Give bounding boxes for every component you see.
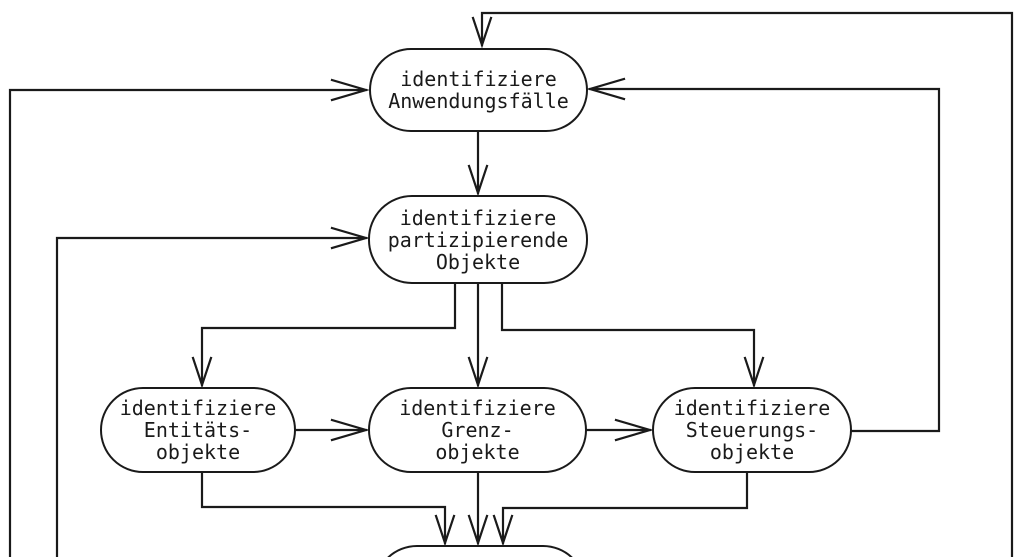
arrow-bottom-loop-to-anwendungsfaelle xyxy=(471,11,1014,557)
arrow-partizipierende-to-grenz xyxy=(467,282,489,389)
arrow-grenz-to-steuerungs xyxy=(585,418,654,442)
arrow-partizipierende-to-steuerungs xyxy=(500,282,765,389)
arrow-left-loop-to-anwendungsfaelle xyxy=(8,78,370,557)
arrow-steuerungs-to-anwendungsfaelle xyxy=(586,77,941,433)
node-bottom-partially-visible xyxy=(374,545,586,557)
arrow-entitaets-to-grenz xyxy=(294,418,370,442)
arrow-anwendungsfaelle-to-partizipierende xyxy=(467,130,489,197)
node-identifiziere-grenzobjekte: identifiziere Grenz- objekte xyxy=(368,387,587,473)
node-identifiziere-partizipierende-objekte: identifiziere partizipierende Objekte xyxy=(368,195,588,284)
arrow-grenz-to-bottom-node xyxy=(467,471,489,547)
node-identifiziere-steuerungsobjekte: identifiziere Steuerungs- objekte xyxy=(652,387,852,473)
arrow-entitaets-to-bottom-node xyxy=(200,471,456,547)
arrow-steuerungs-to-bottom-node xyxy=(492,471,749,547)
arrow-left-loop-to-partizipierende xyxy=(55,226,370,557)
edge-group xyxy=(8,11,1014,557)
node-identifiziere-anwendungsfaelle: identifiziere Anwendungsfälle xyxy=(369,48,588,132)
arrow-partizipierende-to-entitaets xyxy=(191,282,457,389)
node-identifiziere-entitaetsobjekte: identifiziere Entitäts- objekte xyxy=(100,387,296,473)
